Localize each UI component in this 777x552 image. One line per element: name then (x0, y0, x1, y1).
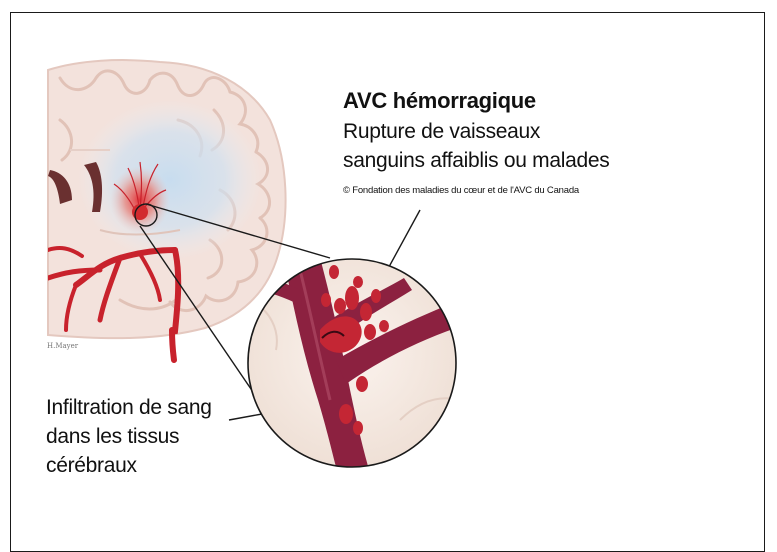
copyright-notice: © Fondation des maladies du cœur et de l… (343, 185, 579, 196)
artist-signature: H.Mayer (47, 342, 78, 350)
infiltration-label: Infiltration de sang dans les tissus cér… (46, 393, 212, 480)
infiltration-line: cérébraux (46, 451, 212, 480)
infiltration-line: Infiltration de sang (46, 393, 212, 422)
zoomed-vessel-rupture (248, 250, 462, 480)
subtitle: Rupture de vaisseaux sanguins affaiblis … (343, 117, 609, 175)
subtitle-line: sanguins affaiblis ou malades (343, 146, 609, 175)
subtitle-line: Rupture de vaisseaux (343, 117, 609, 146)
infiltration-line: dans les tissus (46, 422, 212, 451)
page-title: AVC hémorragique (343, 88, 536, 114)
